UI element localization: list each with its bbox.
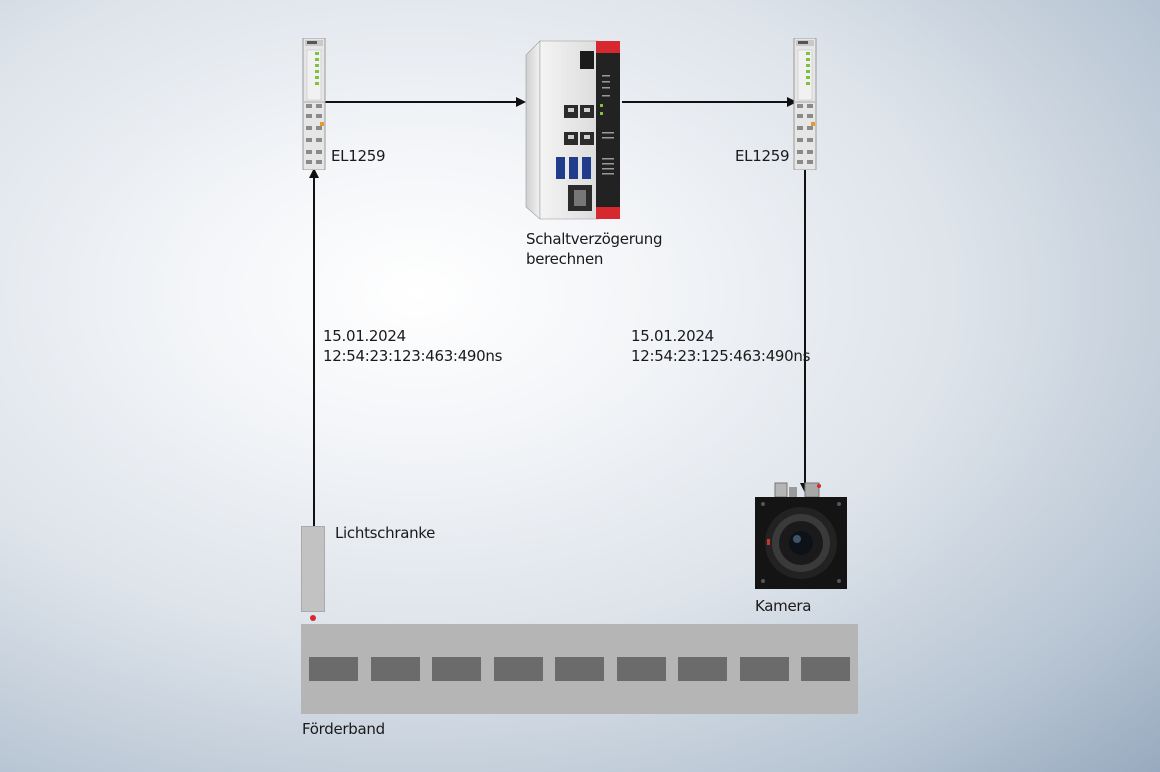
light-barrier-label: Lichtschranke — [335, 524, 436, 542]
conveyor-slot — [740, 657, 789, 681]
industrial-pc-icon — [525, 40, 620, 220]
terminal-right-icon — [793, 38, 817, 170]
timestamp-right-date: 15.01.2024 — [631, 327, 714, 345]
conveyor-slot — [555, 657, 604, 681]
conveyor-slot — [309, 657, 358, 681]
timestamp-left-time: 12:54:23:123:463:490ns — [323, 347, 503, 365]
conveyor-label: Förderband — [302, 720, 385, 738]
terminal-right-label: EL1259 — [735, 147, 790, 165]
light-barrier — [301, 526, 325, 612]
conveyor-slot — [801, 657, 850, 681]
camera-label: Kamera — [755, 597, 812, 615]
timestamp-right-time: 12:54:23:125:463:490ns — [631, 347, 811, 365]
ipc-label: Schaltverzögerung berechnen — [526, 229, 663, 269]
timestamp-right: 15.01.2024 12:54:23:125:463:490ns — [631, 326, 810, 366]
conveyor-slot — [371, 657, 420, 681]
timestamp-left: 15.01.2024 12:54:23:123:463:490ns — [323, 326, 502, 366]
ipc-label-line1: Schaltverzögerung — [526, 230, 663, 248]
conveyor-slot — [432, 657, 481, 681]
conveyor-slot — [494, 657, 543, 681]
ipc-label-line2: berechnen — [526, 250, 604, 268]
camera-icon — [755, 482, 847, 589]
conveyor-slot — [617, 657, 666, 681]
terminal-left-label: EL1259 — [331, 147, 386, 165]
timestamp-left-date: 15.01.2024 — [323, 327, 406, 345]
terminal-left-icon — [302, 38, 326, 170]
conveyor-slot — [678, 657, 727, 681]
